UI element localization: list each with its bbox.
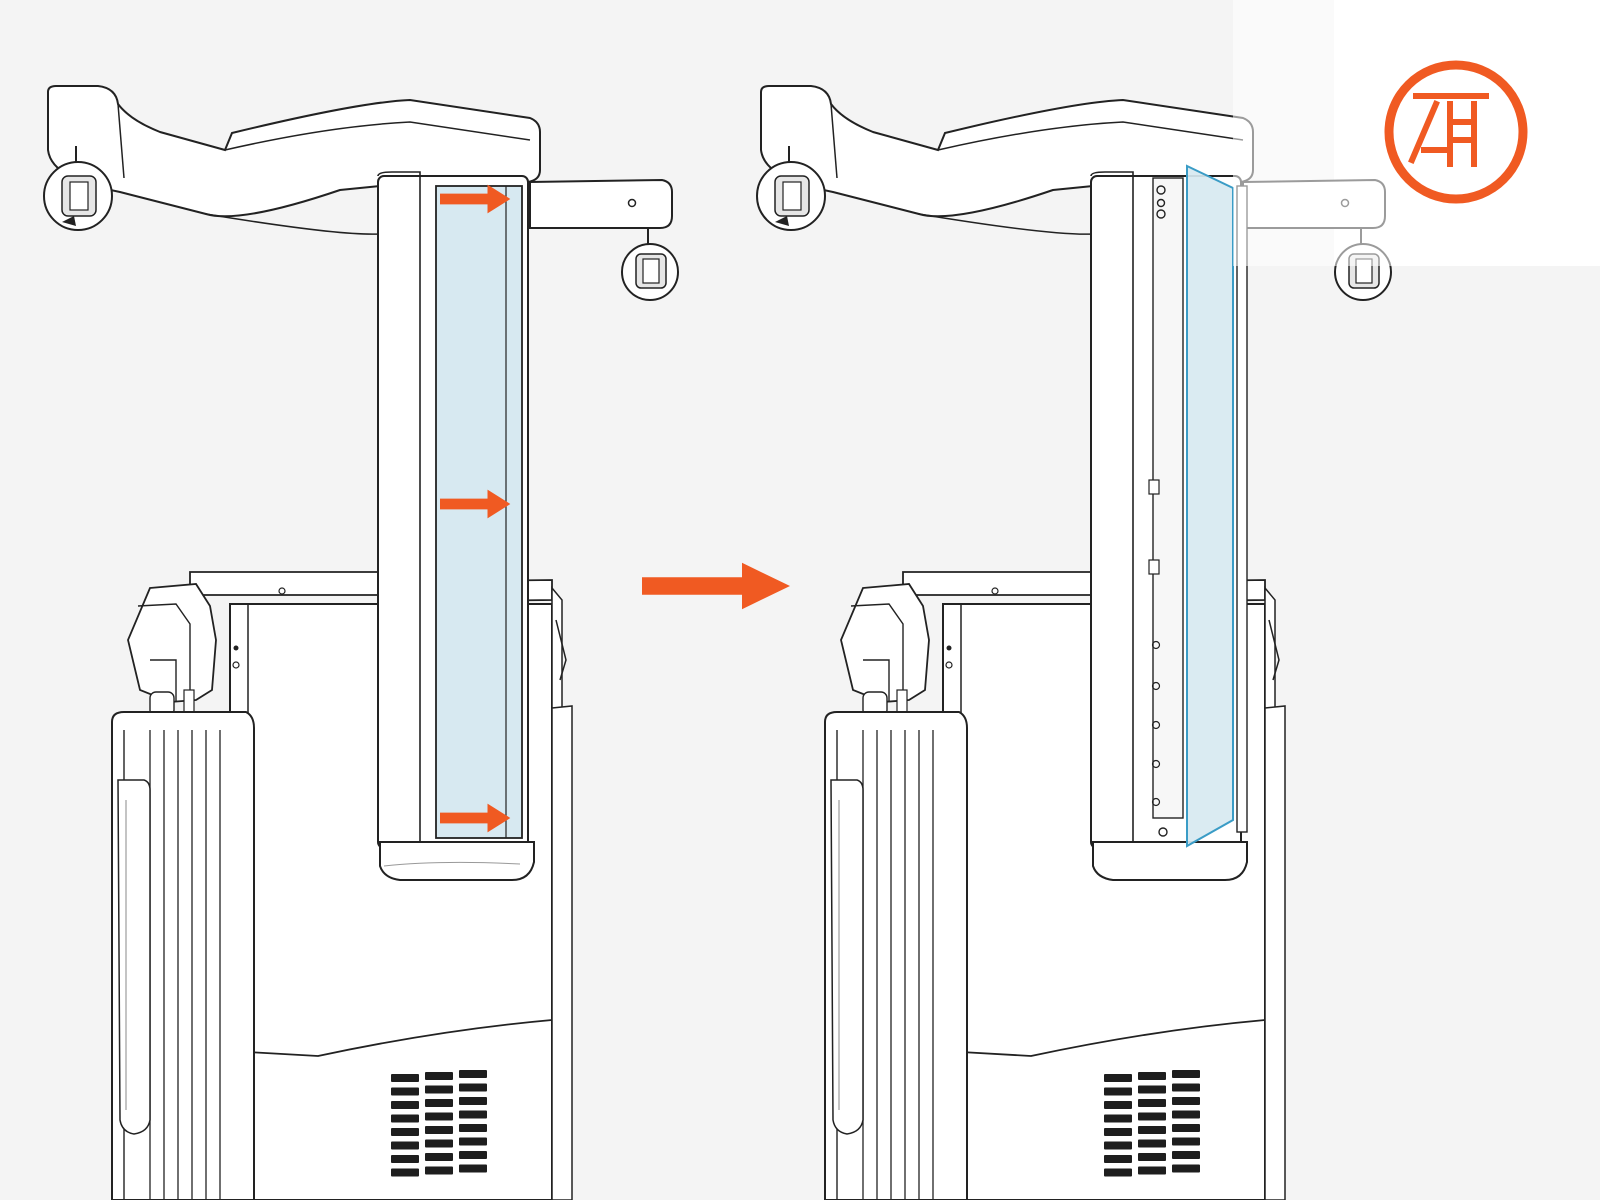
vent-slot	[1104, 1087, 1132, 1096]
vent-slot	[459, 1151, 487, 1159]
vent-slot	[1104, 1101, 1132, 1109]
vent-slot	[459, 1164, 487, 1173]
vent-slot	[1172, 1151, 1200, 1159]
vent-slot	[1138, 1139, 1166, 1148]
vent-slot	[1138, 1153, 1166, 1161]
vent-slot	[1138, 1112, 1166, 1121]
vent-slot	[425, 1126, 453, 1134]
vent-slot	[459, 1124, 487, 1132]
side-panel	[1186, 164, 1234, 848]
vent-slot	[425, 1085, 453, 1094]
vent-slot	[1104, 1114, 1132, 1123]
vent-slot	[1172, 1124, 1200, 1132]
vent-slot	[391, 1141, 419, 1150]
vent-slot	[425, 1153, 453, 1161]
vent-slot	[391, 1128, 419, 1136]
vent-slot	[391, 1074, 419, 1082]
vent-slot	[459, 1070, 487, 1078]
ladder-in-circle-icon	[1384, 60, 1528, 204]
vent-slot	[459, 1110, 487, 1119]
vent-slot	[1172, 1083, 1200, 1092]
vent-grille	[391, 1070, 487, 1177]
vent-slot	[1172, 1110, 1200, 1119]
vent-slot	[391, 1155, 419, 1163]
vent-slot	[459, 1097, 487, 1105]
vent-slot	[1172, 1164, 1200, 1173]
vent-slot	[1172, 1137, 1200, 1146]
vent-slot	[1172, 1097, 1200, 1105]
vent-slot	[1138, 1126, 1166, 1134]
vent-slot	[391, 1114, 419, 1123]
side-panel	[435, 185, 523, 839]
vent-slot	[1104, 1141, 1132, 1150]
before-view	[43, 85, 679, 1200]
vent-slot	[391, 1168, 419, 1177]
vent-slot	[1138, 1099, 1166, 1107]
vent-slot	[459, 1083, 487, 1092]
vent-slot	[425, 1112, 453, 1121]
vent-slot	[1172, 1070, 1200, 1078]
after-view	[756, 0, 1593, 1200]
vent-grille	[1104, 1070, 1200, 1177]
vent-slot	[459, 1137, 487, 1146]
vent-slot	[1104, 1128, 1132, 1136]
vent-slot	[1138, 1085, 1166, 1094]
vent-slot	[1104, 1074, 1132, 1082]
vent-slot	[425, 1139, 453, 1148]
vent-slot	[425, 1166, 453, 1175]
vent-slot	[425, 1072, 453, 1080]
vent-slot	[1138, 1166, 1166, 1175]
vent-slot	[425, 1099, 453, 1107]
vent-slot	[1104, 1155, 1132, 1163]
step-arrow-icon	[642, 562, 790, 610]
vent-slot	[391, 1101, 419, 1109]
vent-slot	[391, 1087, 419, 1096]
vent-slot	[1104, 1168, 1132, 1177]
vent-slot	[1138, 1072, 1166, 1080]
